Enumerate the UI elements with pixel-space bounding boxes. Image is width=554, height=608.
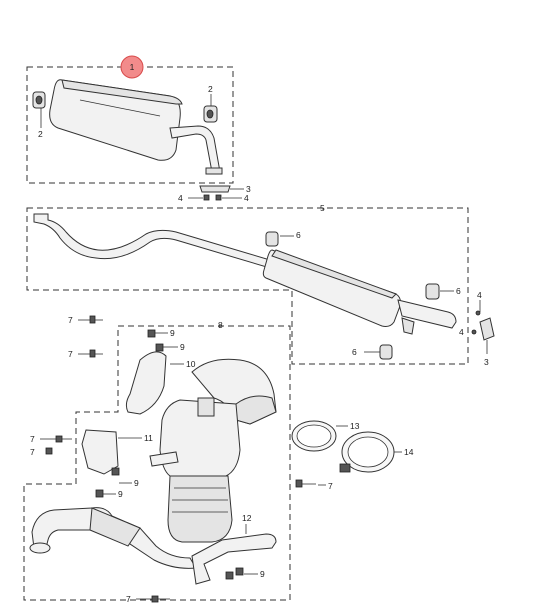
callout-8: 8	[218, 320, 223, 330]
rubber-mount-right[interactable]	[203, 105, 218, 123]
callout-7-f: 7	[126, 594, 131, 604]
rubber-mount-6-top[interactable]	[265, 231, 279, 247]
callout-3-pipe: 3	[484, 357, 489, 367]
nut-9-c[interactable]	[111, 467, 120, 476]
gasket-plate[interactable]	[199, 185, 231, 193]
clamp-flange-right[interactable]	[471, 310, 495, 341]
callout-7-c: 7	[30, 434, 35, 444]
callout-6-right: 6	[456, 286, 461, 296]
callout-9-a: 9	[170, 328, 175, 338]
heat-shield-bracket-10[interactable]	[125, 351, 167, 415]
callout-5: 5	[320, 203, 325, 213]
callout-9-e: 9	[260, 569, 265, 579]
callout-9-d: 9	[118, 489, 123, 499]
bolt-7-e[interactable]	[295, 479, 316, 488]
bracket-11[interactable]	[81, 429, 119, 475]
rubber-mount-6-bottom[interactable]	[379, 344, 393, 360]
group-box-catalytic-converter	[23, 325, 291, 601]
bolt-7-c[interactable]	[55, 435, 72, 443]
bolt-7-b[interactable]	[89, 349, 103, 358]
callout-10: 10	[186, 359, 196, 369]
callout-6-top: 6	[296, 230, 301, 240]
nut-9-d[interactable]	[95, 489, 104, 498]
callout-9-c: 9	[134, 478, 139, 488]
callout-4-right: 4	[244, 193, 249, 203]
callout-3-upper: 3	[246, 184, 251, 194]
callout-7-b: 7	[68, 349, 73, 359]
callout-4-pipe-lower: 4	[459, 327, 464, 337]
callout-2-upper: 2	[208, 84, 213, 94]
callout-7-a: 7	[68, 315, 73, 325]
callout-6-bottom: 6	[352, 347, 357, 357]
callout-1: 1	[130, 62, 135, 72]
nut-9-e[interactable]	[225, 567, 244, 580]
nut-7-d[interactable]	[45, 447, 53, 455]
rubber-mount-6-right[interactable]	[425, 283, 440, 300]
callout-1-highlight[interactable]: 1	[120, 55, 144, 79]
rubber-mount-left[interactable]	[32, 91, 46, 109]
callout-2-lower: 2	[38, 129, 43, 139]
callout-9-b: 9	[180, 342, 185, 352]
support-bracket-12[interactable]	[191, 533, 277, 585]
clamp-ring-14[interactable]	[339, 431, 395, 473]
catalytic-converter[interactable]	[149, 358, 277, 543]
intermediate-pipe[interactable]	[33, 213, 457, 335]
callout-4-pipe-upper: 4	[477, 290, 482, 300]
callout-13: 13	[350, 421, 360, 431]
callout-4-left: 4	[178, 193, 183, 203]
rear-silencer[interactable]	[49, 79, 223, 175]
callout-7-e: 7	[328, 481, 333, 491]
group-box-intermediate-pipe	[26, 207, 469, 365]
callout-7-d: 7	[30, 447, 35, 457]
callout-14: 14	[404, 447, 414, 457]
gasket-ring-13[interactable]	[291, 420, 337, 452]
nut-pair-upper[interactable]	[203, 194, 222, 201]
nut-9-b[interactable]	[155, 343, 164, 352]
bolt-7-a[interactable]	[89, 315, 103, 324]
bolt-7-f[interactable]	[151, 595, 170, 603]
nut-9-a[interactable]	[147, 329, 156, 338]
callout-12: 12	[242, 513, 252, 523]
callout-11: 11	[144, 433, 153, 443]
